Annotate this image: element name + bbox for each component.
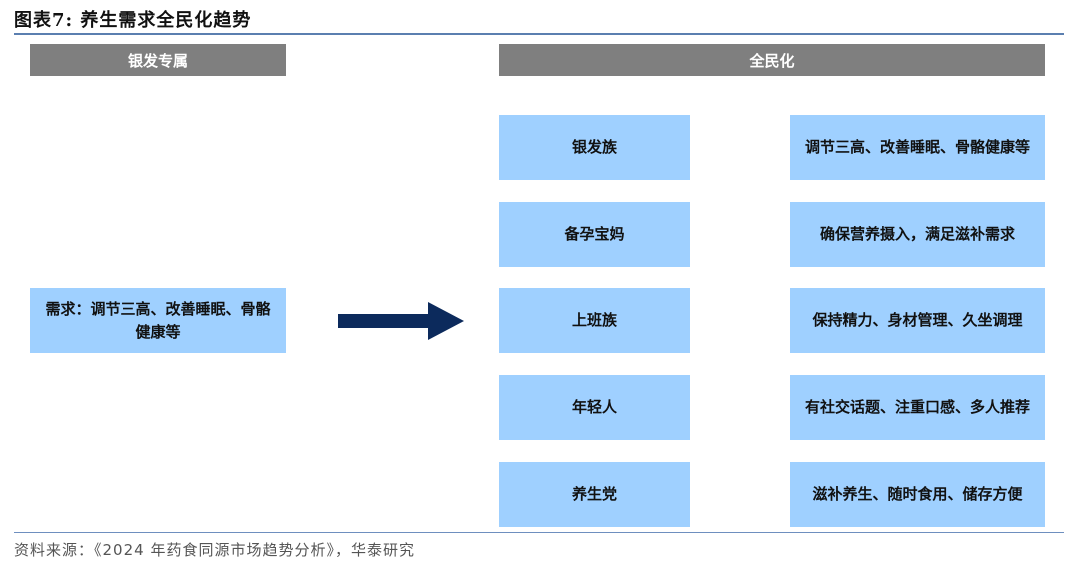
group-label-box: 银发族 [499,115,690,180]
source-divider [14,532,1064,533]
left-needs-box: 需求：调节三高、改善睡眠、骨骼健康等 [30,288,286,353]
transition-arrow-icon [338,302,464,340]
source-note: 资料来源：《2024 年药食同源市场趋势分析》，华泰研究 [14,541,415,559]
group-need-box: 保持精力、身材管理、久坐调理 [790,288,1045,353]
title-divider [14,33,1064,35]
group-need-box: 有社交话题、注重口感、多人推荐 [790,375,1045,440]
group-need-box: 调节三高、改善睡眠、骨骼健康等 [790,115,1045,180]
group-need-box: 确保营养摄入，满足滋补需求 [790,202,1045,267]
group-label-box: 年轻人 [499,375,690,440]
group-label-box: 备孕宝妈 [499,202,690,267]
right-header: 全民化 [499,44,1045,76]
group-label-box: 养生党 [499,462,690,527]
figure-title: 图表7: 养生需求全民化趋势 [14,10,252,31]
group-label-box: 上班族 [499,288,690,353]
group-need-box: 滋补养生、随时食用、储存方便 [790,462,1045,527]
left-header: 银发专属 [30,44,286,76]
